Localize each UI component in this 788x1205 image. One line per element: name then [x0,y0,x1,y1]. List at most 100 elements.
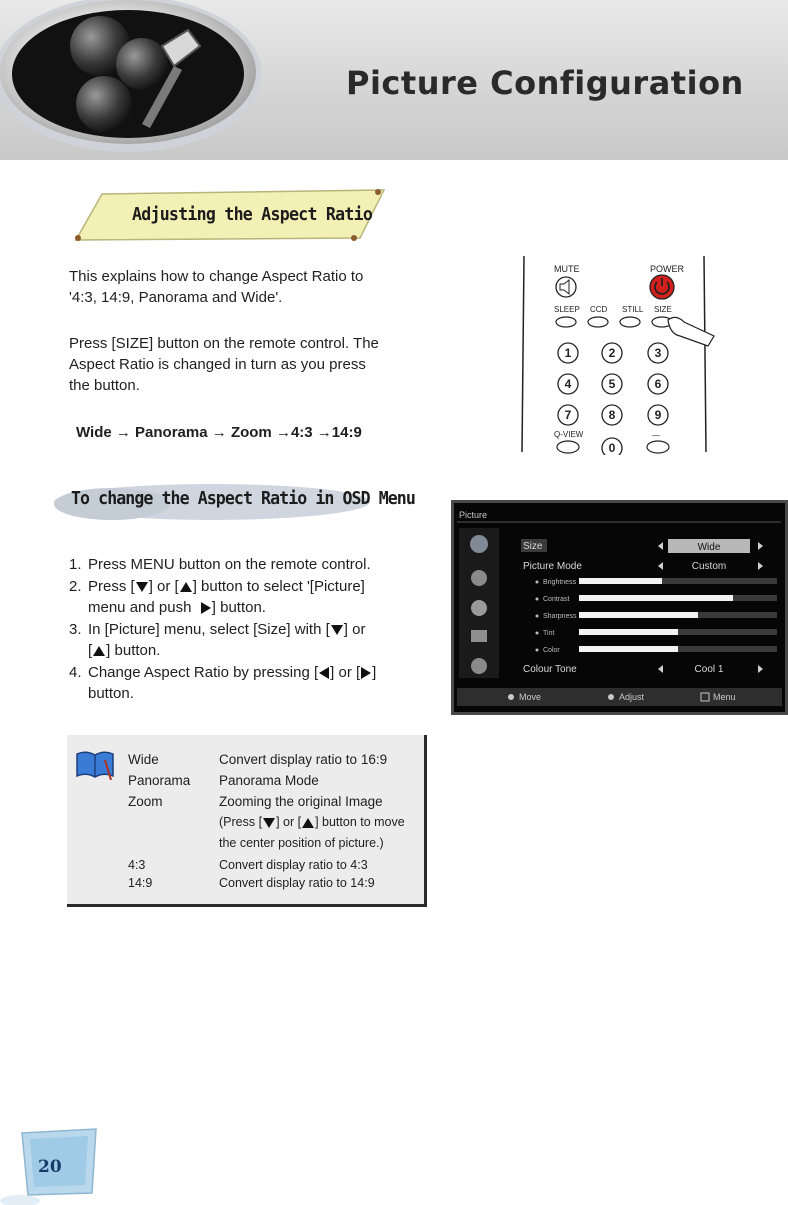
step-text: ] [372,663,377,681]
section-cloud-banner [54,484,370,520]
note-definition: Convert display ratio to 4:3 [219,858,368,872]
digit-6-button[interactable] [647,373,669,395]
digit-7-button[interactable] [557,404,579,426]
page-number: 20 [38,1157,62,1177]
osd-slider-track[interactable] [579,578,777,584]
intro-paragraph: This explains how to change Aspect Ratio… [69,266,363,308]
ccd-button[interactable] [587,316,609,328]
osd-right-arrow-icon[interactable] [758,542,763,550]
osd-slider-label[interactable]: Contrast [543,596,570,603]
step-4: 4. Change Aspect Ratio by pressing [] or… [69,662,376,705]
osd-left-arrow-icon[interactable] [658,665,663,673]
digit-5-button[interactable] [601,373,623,395]
setup-menu-icon[interactable] [471,630,487,642]
note-definition: Convert display ratio to 16:9 [219,752,388,767]
ccd-label: CCD [590,305,608,314]
note-term: Panorama [128,773,191,788]
step-text: [ [88,642,93,659]
dash-button[interactable] [646,440,670,454]
still-label: STILL [622,305,644,314]
step-text: Press [ [88,577,135,595]
digit-label: 8 [609,408,616,422]
osd-slider-bullet [535,648,539,652]
page-header: Picture Configuration [0,0,788,160]
osd-picture-menu: Picture Size Wide Picture Mode Custom Br… [451,500,788,715]
press-line: the button. [69,377,140,394]
note-zoom-extra: (Press [] or [] button to move [219,815,405,829]
adjust-icon [608,694,614,700]
digit-0-button[interactable] [601,437,623,455]
qview-button[interactable] [556,440,580,454]
dash-label: — [652,431,660,440]
sequence-item: 4:3 [290,424,313,441]
picture-menu-icon[interactable] [470,535,488,553]
step-text: Change Aspect Ratio by pressing [ [88,663,319,681]
note-text: (Press [ [219,815,263,829]
step-text: ] or [ [148,577,179,595]
menu-icon [700,692,710,702]
press-size-paragraph: Press [SIZE] button on the remote contro… [69,333,379,396]
mute-button[interactable] [555,276,577,298]
step-number: 2. [69,577,82,595]
step-1: 1. Press MENU button on the remote contr… [69,554,376,576]
input-menu-icon[interactable] [471,658,487,674]
digit-label: 9 [655,408,662,422]
still-button[interactable] [619,316,641,328]
osd-slider-label[interactable]: Brightness [543,579,577,586]
osd-mode-value: Custom [692,561,726,572]
sleep-button[interactable] [555,316,577,328]
osd-right-arrow-icon[interactable] [758,665,763,673]
sequence-item: Panorama [135,424,208,441]
osd-size-label[interactable]: Size [523,541,543,552]
note-text: ] button to move [315,815,405,829]
digit-1-button[interactable] [557,342,579,364]
down-arrow-icon [330,624,343,635]
osd-left-arrow-icon[interactable] [658,562,663,570]
osd-tone-label[interactable]: Colour Tone [523,664,577,675]
digit-8-button[interactable] [601,404,623,426]
osd-slider-fill [579,612,698,618]
osd-right-arrow-icon[interactable] [758,562,763,570]
osd-slider-fill [579,595,733,601]
press-line: Press [SIZE] button on the remote contro… [69,335,379,352]
remote-control-illustration: MUTE POWER SLEEP CCD STILL SIZE 1 2 3 4 … [521,255,715,455]
osd-footer-move: Move [519,692,541,702]
digit-3-button[interactable] [647,342,669,364]
osd-tone-value: Cool 1 [695,664,724,675]
digit-9-button[interactable] [647,404,669,426]
osd-slider-bullet [535,597,539,601]
step-text: Press MENU button on the remote control. [88,556,371,573]
note-definition: Panorama Mode [219,773,319,788]
osd-slider-bullet [535,614,539,618]
osd-steps-list: 1. Press MENU button on the remote contr… [69,554,376,705]
digit-label: 2 [609,346,616,360]
step-number: 1. [69,556,82,573]
digit-label: 7 [565,408,572,422]
sequence-item: Zoom [230,424,272,441]
step-text: In [Picture] menu, select [Size] with [ [88,620,330,638]
osd-slider-label[interactable]: Tint [543,630,554,637]
step-number: 4. [69,663,82,681]
mute-label: MUTE [554,264,580,274]
note-box [67,735,427,907]
digit-4-button[interactable] [557,373,579,395]
sound-menu-icon[interactable] [471,570,487,586]
power-label: POWER [650,264,685,274]
left-arrow-icon [319,666,330,679]
sequence-arrow: → [275,424,291,441]
note-term: 4:3 [128,858,146,872]
digit-label: 4 [565,377,572,391]
right-arrow-icon [200,602,211,615]
channel-menu-icon[interactable] [471,600,487,616]
osd-slider-label[interactable]: Sharpness [543,613,577,620]
osd-footer-menu: Menu [713,692,736,702]
osd-slider-bullet [535,580,539,584]
osd-left-arrow-icon[interactable] [658,542,663,550]
osd-sidebar-icons [459,528,499,678]
osd-mode-label[interactable]: Picture Mode [523,561,582,572]
power-button[interactable] [649,274,675,300]
digit-2-button[interactable] [601,342,623,364]
up-arrow-icon [302,817,315,828]
osd-slider-fill [579,629,678,635]
osd-slider-label[interactable]: Color [543,647,560,654]
